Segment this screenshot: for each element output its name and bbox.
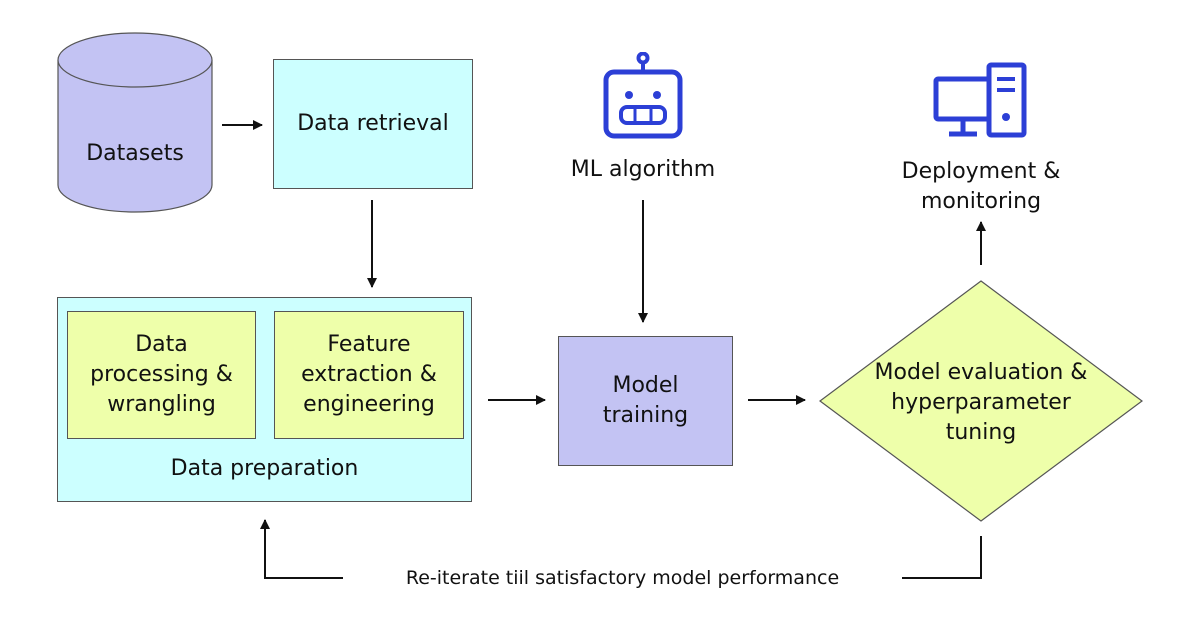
model-training-label: Model training xyxy=(602,373,689,428)
model-evaluation-label: Model evaluation & hyperparameter tuning xyxy=(874,360,1088,445)
feature-extraction-box: Feature extraction & engineering xyxy=(274,311,464,439)
feedback-line-right xyxy=(902,536,982,579)
datasets-cylinder xyxy=(57,32,213,213)
datasets-label: Datasets xyxy=(86,141,184,166)
feedback-line-left xyxy=(260,519,343,579)
data-preparation-label: Data preparation xyxy=(170,456,359,481)
robot-icon xyxy=(603,52,683,139)
data-processing-box: Data processing & wrangling xyxy=(67,311,256,439)
deployment-label: Deployment & monitoring xyxy=(901,159,1061,214)
feedback-label: Re-iterate tiil satisfactory model perfo… xyxy=(405,567,840,589)
data-preparation-box: Data processing & wrangling Feature extr… xyxy=(57,297,472,502)
data-retrieval-label: Data retrieval xyxy=(297,111,449,136)
data-processing-label: Data processing & wrangling xyxy=(90,332,233,417)
data-retrieval-box: Data retrieval xyxy=(273,59,473,189)
computer-icon xyxy=(933,62,1027,138)
feature-extraction-label: Feature extraction & engineering xyxy=(301,332,437,417)
model-evaluation-diamond xyxy=(818,280,1144,522)
model-training-box: Model training xyxy=(558,336,733,466)
ml-algorithm-label: ML algorithm xyxy=(570,157,716,182)
